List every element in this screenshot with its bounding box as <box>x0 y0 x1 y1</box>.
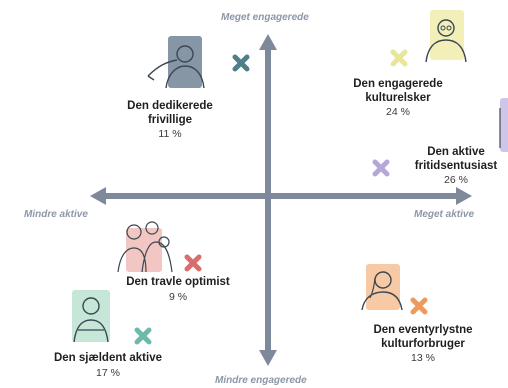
segment-name-line2: kulturforbruger <box>381 337 465 350</box>
segment-marker-icon <box>184 254 202 272</box>
arrow-left-icon <box>90 187 106 205</box>
arrow-right-icon <box>456 187 472 205</box>
segment-adventurous-culture-consumer: Den eventyrlystne kulturforbruger 13 % <box>350 324 496 365</box>
segment-active-leisure-enthusiast: Den aktive fritidsentusiast 26 % <box>404 146 508 187</box>
segment-name-line1: Den sjældent aktive <box>53 352 162 364</box>
busy-optimist-illustration <box>117 221 173 273</box>
axis-label-top: Meget engagerede <box>221 12 309 23</box>
segment-busy-optimist: Den travle optimist 9 % <box>98 276 258 303</box>
axis-label-bottom: Mindre engagerede <box>215 375 307 386</box>
segment-dedicated-volunteer: Den dedikerede frivillige 11 % <box>108 100 232 141</box>
segment-name-line1: Den engagerede <box>353 78 443 90</box>
volunteer-illustration <box>147 36 205 89</box>
segment-name-line1: Den dedikerede <box>127 100 213 112</box>
axis-label-left: Mindre aktive <box>24 209 88 220</box>
segment-engaged-culture-lover: Den engagerede kulturelsker 24 % <box>336 78 460 119</box>
segment-name-line2: frivillige <box>147 113 193 126</box>
segment-percentage: 9 % <box>168 290 188 303</box>
segment-marker-icon <box>390 49 408 67</box>
segment-rarely-active: Den sjældent aktive 17 % <box>30 352 186 379</box>
segment-name-line1: Den eventyrlystne <box>373 324 473 336</box>
segment-marker-icon <box>232 54 250 72</box>
culture-lover-illustration <box>425 10 467 63</box>
segment-percentage: 26 % <box>444 174 468 187</box>
leisure-enthusiast-illustration <box>499 98 508 152</box>
segment-name-line2: fritidsentusiast <box>414 159 498 172</box>
rarely-active-illustration <box>72 290 110 343</box>
segment-percentage: 17 % <box>96 366 120 379</box>
segment-percentage: 24 % <box>386 106 410 119</box>
segment-percentage: 11 % <box>158 128 182 141</box>
adventurous-consumer-illustration <box>361 264 403 311</box>
arrow-down-icon <box>259 350 277 366</box>
segment-marker-icon <box>372 159 390 177</box>
segment-marker-icon <box>410 297 428 315</box>
segment-name-line1: Den travle optimist <box>126 276 230 288</box>
segment-percentage: 13 % <box>411 352 435 365</box>
axis-label-right: Meget aktive <box>414 209 475 220</box>
segment-name-line2: kulturelsker <box>365 91 431 104</box>
arrow-up-icon <box>259 34 277 50</box>
segment-marker-icon <box>134 327 152 345</box>
segment-name-line1: Den aktive <box>427 146 485 158</box>
